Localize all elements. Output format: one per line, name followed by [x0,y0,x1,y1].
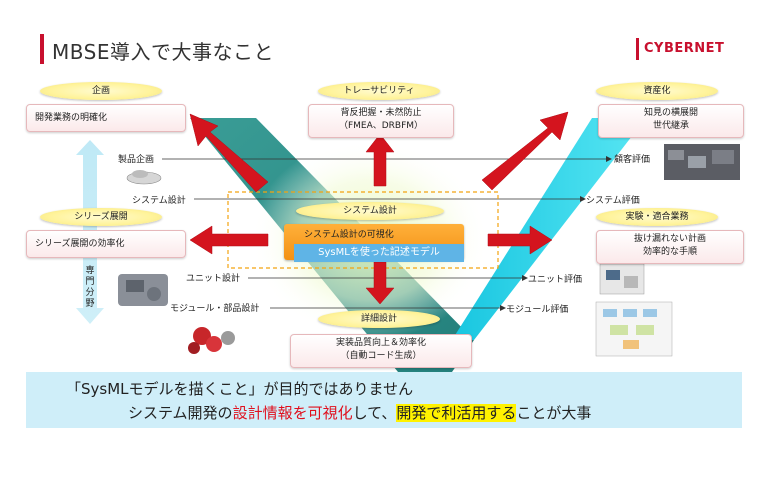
label-specialty: 専門分野 [85,266,95,309]
label-customer-eval: 顧客評価 [614,155,651,165]
oval-validation: 実験・適合業務 [596,208,718,226]
box-traceability: 背反把握・未然防止 （FMEA、DRBFM） [308,104,454,138]
box-validation-line1: 抜け漏れない計画 [633,234,706,244]
brake-parts-icon [188,327,235,354]
brand-logo: CYBERNET [644,41,725,56]
callout-dashed-frame [227,191,499,269]
label-unit-eval: ユニット評価 [528,275,583,285]
box-detail: 実装品質向上＆効率化 （自動コード生成） [290,334,472,368]
label-module-design: モジュール・部品設計 [170,304,260,314]
label-system-design: システム設計 [132,196,186,206]
arrow-to-planning [189,113,269,193]
page-title: MBSE導入で大事なこと [52,40,274,64]
oval-detail-design: 詳細設計 [318,310,440,328]
message-line2-a: システム開発の [128,404,233,422]
message-line2-e: ことが大事 [516,404,592,422]
v-right-band [452,118,646,340]
title-accent-bar [40,34,44,64]
message-line2-b: 設計情報を可視化 [232,404,353,422]
arrow-to-series [189,225,269,255]
box-series-text: シリーズ展開の効率化 [35,239,125,249]
arrow-to-validation [487,225,553,255]
arrow-to-assetization [481,111,569,191]
crowd-photo-icon [664,144,740,180]
box-trace-line2: （FMEA、DRBFM） [338,121,424,131]
arrow-to-detail [365,261,395,305]
box-asset-line2: 世代継承 [652,121,689,131]
car-icon [126,170,162,185]
box-visualize-text: システム設計の可視化 [304,230,394,240]
box-asset-line1: 知見の横展開 [643,108,698,118]
arrow-to-traceability [365,133,395,187]
oval-series: シリーズ展開 [40,208,162,226]
message-line2-c: して、 [352,404,397,422]
oval-traceability: トレーサビリティ [318,82,440,100]
box-sysml: SysMLを使った記述モデル [294,244,464,262]
diagram-screenshot-icon [595,301,673,357]
message-banner [26,372,742,428]
box-trace-line1: 背反把握・未然防止 [340,108,422,118]
lab-photo-icon [599,263,645,295]
label-module-eval: モジュール評価 [506,305,569,315]
message-line2: システム開発の設計情報を可視化して、開発で利活用することが大事 [128,402,591,423]
brand-accent-bar [636,38,639,60]
label-product-planning: 製品企画 [118,155,155,165]
oval-system-design: システム設計 [296,202,444,220]
box-validation: 抜け漏れない計画 効率的な手順 [596,230,744,264]
oval-assetization: 資産化 [596,82,718,100]
box-series: シリーズ展開の効率化 [26,230,186,258]
box-detail-line1: 実装品質向上＆効率化 [335,338,426,348]
box-planning: 開発業務の明確化 [26,104,186,132]
oval-planning: 企画 [40,82,162,100]
label-system-eval: システム評価 [586,196,640,206]
label-unit-design: ユニット設計 [186,274,241,284]
box-detail-line2: （自動コード生成） [340,351,422,361]
message-line2-d: 開発で利活用する [396,404,517,422]
box-assetization: 知見の横展開 世代継承 [598,104,744,138]
message-line1: 「SysMLモデルを描くこと」が目的ではありません [66,380,414,398]
engine-icon [118,274,168,306]
box-planning-text: 開発業務の明確化 [35,113,108,123]
box-validation-line2: 効率的な手順 [642,247,697,257]
